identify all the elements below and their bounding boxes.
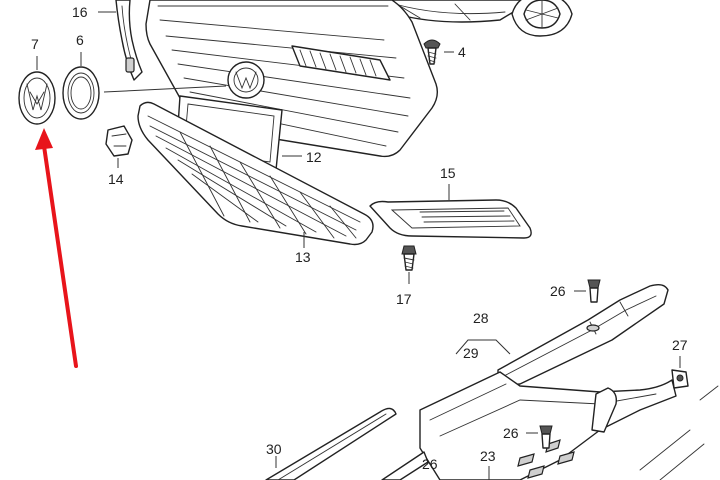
part-27-clip: 27 [671, 337, 689, 389]
callout-13: 13 [295, 249, 311, 265]
callout-29: 29 [463, 345, 479, 361]
callout-26c: 26 [503, 425, 519, 441]
callout-23: 23 [480, 448, 496, 464]
callout-17: 17 [396, 291, 412, 307]
part-6-trim-ring: 6 [62, 32, 227, 120]
callout-26b: 26 [422, 456, 438, 472]
part-13-lower-grille: 13 [137, 101, 374, 265]
callout-6: 6 [76, 32, 84, 48]
part-7-emblem: 7 [18, 36, 56, 125]
callout-15: 15 [440, 165, 456, 181]
callout-30: 30 [266, 441, 282, 457]
part-15-side-grille: 15 [369, 165, 532, 239]
callout-26a: 26 [550, 283, 566, 299]
callout-4: 4 [458, 44, 466, 60]
highlight-arrow [35, 128, 78, 368]
callout-28: 28 [473, 310, 489, 326]
part-17-screw: 17 [396, 245, 417, 307]
part-4-screw: 4 [423, 39, 466, 65]
highlight-arrow-shaft [42, 144, 78, 368]
part-26a-screw: 26 [550, 279, 601, 303]
wheel [511, 0, 573, 37]
callout-12: 12 [306, 149, 322, 165]
callout-7: 7 [31, 36, 39, 52]
bumper-reinforcement [497, 283, 669, 387]
part-26c-screw: 26 [503, 425, 553, 449]
highlight-arrow-head [35, 128, 53, 150]
callout-16-group: 16 [72, 4, 116, 20]
callout-14: 14 [108, 171, 124, 187]
part-30-bar: 30 [265, 407, 429, 480]
callout-28-29-group: 28 29 [455, 310, 511, 361]
part-14-clip: 14 [105, 125, 133, 187]
side-panel-edge [639, 385, 719, 480]
callout-16: 16 [72, 4, 88, 20]
callout-26b-group: 26 [422, 456, 438, 472]
part-16-side-strip [115, 0, 143, 81]
callout-27: 27 [672, 337, 688, 353]
callout-23-group: 23 [480, 448, 496, 480]
